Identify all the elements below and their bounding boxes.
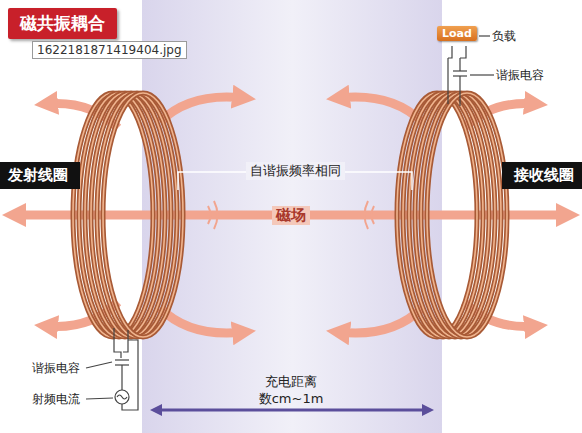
title-box: 磁共振耦合 (8, 8, 117, 39)
frequency-note: 自谐振频率相同 (246, 162, 345, 180)
current-label: 射频电流 (32, 391, 80, 408)
distance-label: 充电距离 (265, 373, 317, 391)
wave-marks (208, 201, 374, 229)
winding-highlight (97, 93, 177, 337)
winding (421, 93, 501, 337)
capacitor-label: 谐振电容 (496, 67, 544, 84)
distance-arrow (156, 409, 428, 412)
receive-coil (397, 93, 507, 337)
node-text: 1622181871419404.jpg (37, 43, 182, 57)
node-text: 接收线圈 (514, 166, 574, 185)
transmit-circuit (86, 328, 138, 410)
transmit-coil (73, 93, 183, 337)
title: 磁共振耦合 (20, 12, 105, 35)
winding-highlight (421, 93, 501, 337)
load-label: 负载 (492, 28, 516, 45)
receive-circuit (448, 36, 494, 106)
winding (427, 93, 507, 337)
capacitor-label: 谐振电容 (32, 360, 80, 377)
node-text: 发射线圈 (8, 166, 68, 185)
winding-highlight (427, 93, 507, 337)
distance-value: 数cm~1m (259, 390, 324, 408)
field-label: 磁场 (272, 206, 310, 225)
filename-box: 1622181871419404.jpg (32, 41, 187, 59)
load-box: Load (437, 26, 477, 41)
winding (97, 93, 177, 337)
winding (103, 93, 183, 337)
coil-label-band: 发射线圈 (0, 162, 80, 189)
winding-highlight (103, 93, 183, 337)
node-text: Load (442, 27, 472, 40)
coil-label-band: 接收线圈 (502, 162, 582, 189)
